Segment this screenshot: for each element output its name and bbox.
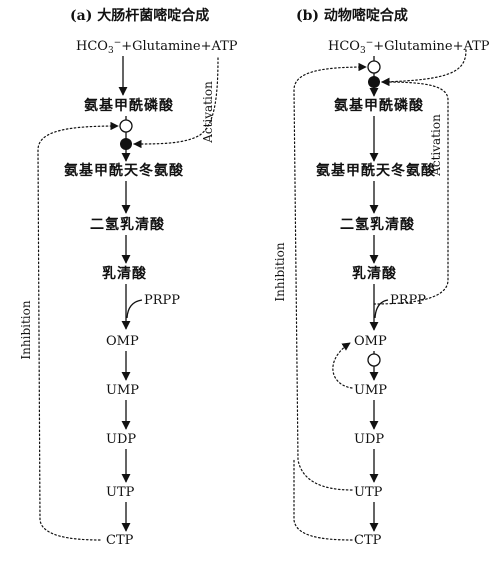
- regulation-filled-circle-a: [120, 138, 132, 150]
- ump-feedback-path-b: [332, 342, 353, 389]
- node-b-utp: UTP: [354, 485, 383, 500]
- node-b-ump: UMP: [354, 383, 387, 398]
- inhibition-label-b: Inhibition: [273, 242, 287, 301]
- node-a-omp: OMP: [106, 334, 139, 349]
- inhibition-path-b-utp: [293, 62, 367, 491]
- panel-b: (b) 动物嘧啶合成 HCO3−+Glutamine+ATP 氨基甲酰磷酸 氨基…: [273, 7, 490, 548]
- prpp-label-b: PRPP: [390, 293, 426, 308]
- prpp-branch-a: [126, 299, 143, 319]
- node-b-carbamoyl-phosphate: 氨基甲酰磷酸: [334, 97, 424, 114]
- activation-path-b: [373, 77, 449, 305]
- node-b-udp: UDP: [354, 432, 384, 447]
- regulation-open-circle-b: [367, 60, 381, 74]
- node-b-omp: OMP: [354, 334, 387, 349]
- inhibition-path-a: [37, 121, 119, 541]
- node-b-carbamoyl-aspartate: 氨基甲酰天冬氨酸: [316, 162, 436, 179]
- activation-path-a: [133, 57, 219, 149]
- node-b-orotate: 乳清酸: [352, 265, 397, 282]
- node-a-orotate: 乳清酸: [102, 265, 147, 282]
- node-a-utp: UTP: [106, 485, 135, 500]
- panel-a-title: (a) 大肠杆菌嘧啶合成: [70, 7, 209, 24]
- regulation-open-circle-a: [119, 119, 133, 133]
- prpp-label-a: PRPP: [144, 293, 180, 308]
- node-a-carbamoyl-aspartate: 氨基甲酰天冬氨酸: [64, 162, 184, 179]
- inhibition-path-b-ctp: [293, 459, 353, 541]
- node-a-dihydroorotate: 二氢乳清酸: [90, 216, 165, 233]
- node-b-dihydroorotate: 二氢乳清酸: [340, 216, 415, 233]
- node-a-carbamoyl-phosphate: 氨基甲酰磷酸: [84, 97, 174, 114]
- node-a-ump: UMP: [106, 383, 139, 398]
- inhibition-label-a: Inhibition: [19, 300, 33, 359]
- panel-b-substrates: HCO3−+Glutamine+ATP: [328, 38, 490, 56]
- prpp-branch-b: [374, 299, 389, 319]
- activation-label-b: Activation: [429, 114, 443, 177]
- panel-a-substrates: HCO3−+Glutamine+ATP: [76, 38, 238, 56]
- panel-a: (a) 大肠杆菌嘧啶合成 HCO3−+Glutamine+ATP 氨基甲酰磷酸 …: [19, 7, 238, 548]
- regulation-open-circle-b2: [367, 353, 381, 367]
- regulation-filled-circle-b: [368, 76, 380, 88]
- activation-label-a: Activation: [201, 81, 215, 144]
- node-a-ctp: CTP: [106, 533, 134, 548]
- activation-source-b: [381, 49, 467, 86]
- node-b-ctp: CTP: [354, 533, 382, 548]
- panel-b-title: (b) 动物嘧啶合成: [296, 7, 408, 24]
- node-a-udp: UDP: [106, 432, 136, 447]
